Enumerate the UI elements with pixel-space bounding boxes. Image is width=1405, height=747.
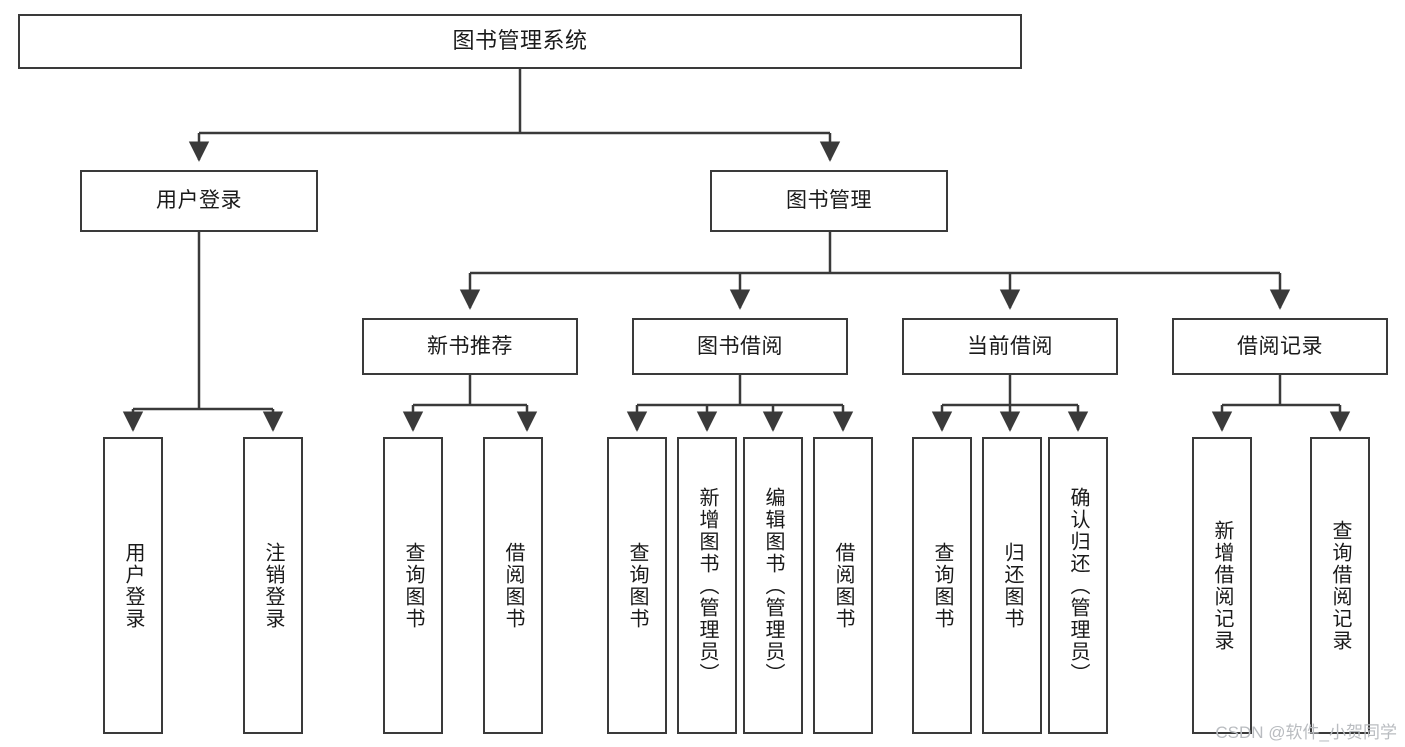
node-new-book-recommend[interactable]: 新书推荐 xyxy=(362,318,578,375)
leaf-current-confirm-return[interactable]: 确认归还（管理员） xyxy=(1048,437,1108,734)
node-user-login-label: 用户登录 xyxy=(156,189,242,213)
leaf-current-return-book[interactable]: 归还图书 xyxy=(982,437,1042,734)
leaf-record-add[interactable]: 新增借阅记录 xyxy=(1192,437,1252,734)
leaf-borrow-add-book-label: 新增图书（管理员） xyxy=(696,486,718,685)
node-book-management[interactable]: 图书管理 xyxy=(710,170,948,232)
leaf-user-login-signout[interactable]: 注销登录 xyxy=(243,437,303,734)
node-book-borrow[interactable]: 图书借阅 xyxy=(632,318,848,375)
node-user-login[interactable]: 用户登录 xyxy=(80,170,318,232)
node-root[interactable]: 图书管理系统 xyxy=(18,14,1022,69)
leaf-borrow-borrow-book-label: 借阅图书 xyxy=(832,541,854,630)
leaf-record-add-label: 新增借阅记录 xyxy=(1211,519,1233,652)
leaf-current-confirm-return-label: 确认归还（管理员） xyxy=(1067,486,1089,685)
node-borrow-record-label: 借阅记录 xyxy=(1237,334,1323,358)
node-borrow-record[interactable]: 借阅记录 xyxy=(1172,318,1388,375)
leaf-borrow-edit-book[interactable]: 编辑图书（管理员） xyxy=(743,437,803,734)
node-current-borrow[interactable]: 当前借阅 xyxy=(902,318,1118,375)
node-current-borrow-label: 当前借阅 xyxy=(967,334,1053,358)
leaf-borrow-edit-book-label: 编辑图书（管理员） xyxy=(762,486,784,685)
leaf-borrow-query-book[interactable]: 查询图书 xyxy=(607,437,667,734)
watermark: CSDN @软件_小贺同学 xyxy=(1215,723,1397,742)
leaf-new-book-query[interactable]: 查询图书 xyxy=(383,437,443,734)
leaf-new-book-query-label: 查询图书 xyxy=(402,541,424,630)
node-root-label: 图书管理系统 xyxy=(452,28,588,54)
leaf-user-login-signout-label: 注销登录 xyxy=(262,541,284,630)
leaf-borrow-query-book-label: 查询图书 xyxy=(626,541,648,630)
leaf-record-query[interactable]: 查询借阅记录 xyxy=(1310,437,1370,734)
node-book-management-label: 图书管理 xyxy=(786,189,872,213)
leaf-record-query-label: 查询借阅记录 xyxy=(1329,519,1351,652)
leaf-new-book-borrow[interactable]: 借阅图书 xyxy=(483,437,543,734)
leaf-current-return-book-label: 归还图书 xyxy=(1001,541,1023,630)
leaf-user-login-signin[interactable]: 用户登录 xyxy=(103,437,163,734)
leaf-borrow-borrow-book[interactable]: 借阅图书 xyxy=(813,437,873,734)
leaf-user-login-signin-label: 用户登录 xyxy=(122,541,144,630)
leaf-borrow-add-book[interactable]: 新增图书（管理员） xyxy=(677,437,737,734)
node-book-borrow-label: 图书借阅 xyxy=(697,334,783,358)
node-new-book-recommend-label: 新书推荐 xyxy=(427,334,513,358)
leaf-current-query-book-label: 查询图书 xyxy=(931,541,953,630)
leaf-current-query-book[interactable]: 查询图书 xyxy=(912,437,972,734)
leaf-new-book-borrow-label: 借阅图书 xyxy=(502,541,524,630)
